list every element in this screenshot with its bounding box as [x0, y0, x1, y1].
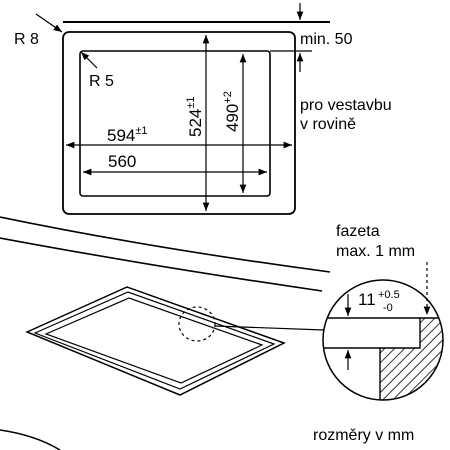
units-note: rozměry v mm	[313, 427, 414, 444]
bevel-label-line2: max. 1 mm	[336, 243, 415, 260]
worktop-front-edge	[0, 237, 323, 292]
perspective-view	[0, 216, 331, 450]
height-524-label: 524±1	[185, 96, 205, 137]
bevel-label-line1: fazeta	[336, 223, 380, 240]
r5-leader	[80, 51, 98, 69]
worktop-corner-edge	[0, 429, 61, 450]
depth-tolerance-lower: -0	[383, 302, 393, 314]
inner-radius-label: R 5	[89, 73, 114, 90]
detail-view: fazeta max. 1 mm 11 +0.5 -0	[322, 223, 444, 401]
height-490-label: 490+2	[222, 91, 242, 132]
flush-install-note-line1: pro vestavbu	[300, 97, 392, 114]
top-view: R 8 R 5 min. 50 594±1 560 524±1 490+2 pr…	[14, 3, 392, 215]
depth-tolerance-upper: +0.5	[378, 289, 400, 301]
detail-callout-circle	[178, 306, 216, 342]
depth-label: 11	[358, 290, 376, 309]
cutout-inner-opening	[44, 297, 264, 384]
detail-circle	[322, 279, 444, 401]
inner-cutout-outline	[79, 50, 271, 197]
width-560-label: 560	[108, 152, 136, 171]
flush-install-note-line2: v rovině	[300, 116, 356, 133]
outer-radius-label: R 8	[14, 31, 39, 48]
cutout-outer-rim	[25, 286, 286, 396]
width-594-label: 594±1	[107, 125, 148, 145]
detail-callout-leader	[214, 325, 325, 331]
cutout-rim-step	[33, 291, 276, 390]
min-50-label: min. 50	[300, 31, 353, 48]
r8-leader	[35, 13, 63, 33]
worktop-back-edge	[0, 216, 331, 273]
outer-cutout-outline	[62, 31, 296, 215]
